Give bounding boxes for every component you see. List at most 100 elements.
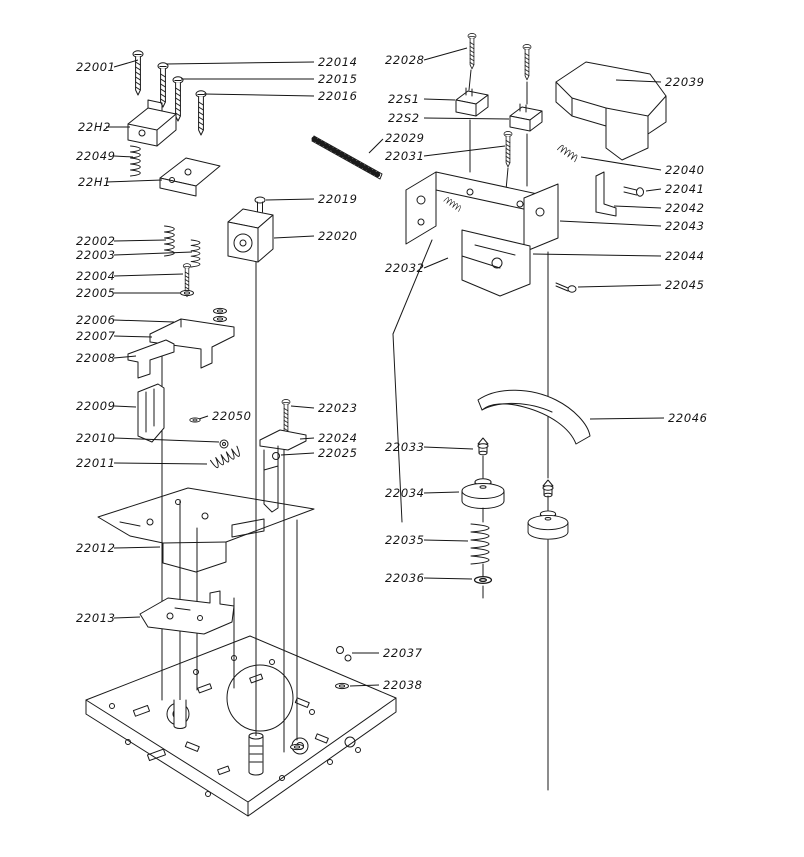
part-label-22049: 22049 <box>76 149 116 163</box>
part-label-22039: 22039 <box>665 75 705 89</box>
leader-line-22039 <box>615 79 662 83</box>
strip-22042 <box>595 171 617 217</box>
spring-22049 <box>130 145 141 177</box>
assembly-lines <box>392 69 528 523</box>
part-label-22002: 22002 <box>76 234 116 248</box>
leader-line-22007 <box>113 335 153 338</box>
part-label-22009: 22009 <box>76 399 116 413</box>
part-label-22H2: 22H2 <box>78 120 111 134</box>
part-label-22004: 22004 <box>76 269 116 283</box>
leader-line-22012 <box>113 546 161 549</box>
part-label-22042: 22042 <box>665 201 705 215</box>
part-label-22050: 22050 <box>212 409 252 423</box>
pulley-22034 <box>461 478 505 509</box>
part-label-22029: 22029 <box>385 131 425 145</box>
washer-small-a <box>213 307 227 315</box>
part-label-22040: 22040 <box>665 163 705 177</box>
leader-line-22031 <box>423 145 506 157</box>
part-label-22038: 22038 <box>383 678 423 692</box>
cap-right <box>542 479 554 498</box>
bracket-22044 <box>461 229 531 297</box>
leader-line-22S2 <box>423 117 510 120</box>
leader-line-22010 <box>113 437 220 443</box>
rod-22029 <box>311 135 383 180</box>
part-label-22046: 22046 <box>668 411 708 425</box>
leader-line-22024 <box>299 437 315 440</box>
leader-line-22046 <box>589 417 665 420</box>
leader-line-22035 <box>423 539 469 542</box>
leader-line-22019 <box>265 198 315 201</box>
leader-line-22011 <box>113 462 208 465</box>
part-label-22008: 22008 <box>76 351 116 365</box>
leader-line-22016 <box>203 93 315 97</box>
leader-line-22045 <box>577 284 662 288</box>
leader-line-22020 <box>273 235 315 239</box>
washer-22038 <box>335 682 349 690</box>
lever-22008 <box>127 339 175 379</box>
leader-line-22041 <box>645 188 662 192</box>
leader-line-22009 <box>113 405 137 408</box>
leader-line-22S1 <box>423 98 456 101</box>
part-label-22031: 22031 <box>385 149 425 163</box>
head-22s2 <box>509 103 543 132</box>
part-label-22037: 22037 <box>383 646 423 660</box>
part-label-22S2: 22S2 <box>388 111 420 125</box>
part-label-22032: 22032 <box>385 261 425 275</box>
bracket-22013 <box>139 590 235 635</box>
washer-22050 <box>189 417 201 423</box>
chassis-plate-22012 <box>97 487 315 573</box>
spring-22002 <box>164 225 175 257</box>
arm-22046 <box>477 389 591 445</box>
rings-22037 <box>336 646 352 662</box>
leader-line-22014 <box>165 61 315 65</box>
washer-22036 <box>473 575 493 585</box>
part-label-22012: 22012 <box>76 541 116 555</box>
leader-line-22033 <box>423 446 474 450</box>
part-label-22045: 22045 <box>665 278 705 292</box>
part-label-22016: 22016 <box>318 89 358 103</box>
screw-22028-a <box>467 33 477 70</box>
screw-22014 <box>157 62 169 108</box>
leader-line-22038 <box>349 684 380 687</box>
leader-line-22002 <box>113 239 167 242</box>
part-label-22034: 22034 <box>385 486 425 500</box>
part-label-22006: 22006 <box>76 313 116 327</box>
bracket-22h1 <box>159 157 221 197</box>
spring-22003 <box>190 239 201 268</box>
spring-22040 <box>557 143 579 163</box>
part-label-22043: 22043 <box>665 219 705 233</box>
screw-22028-b <box>522 44 532 81</box>
screw-22045 <box>555 282 577 293</box>
leader-line-22003 <box>113 251 193 256</box>
part-label-22014: 22014 <box>318 55 358 69</box>
leader-line-22042 <box>613 205 662 209</box>
spring-22011 <box>209 445 243 470</box>
part-label-22036: 22036 <box>385 571 425 585</box>
part-label-22013: 22013 <box>76 611 116 625</box>
pulley-right <box>527 510 569 540</box>
part-label-22010: 22010 <box>76 431 116 445</box>
cap-22033 <box>477 437 489 456</box>
part-label-22003: 22003 <box>76 248 116 262</box>
washer-small-b <box>213 315 227 323</box>
part-label-22S1: 22S1 <box>388 92 420 106</box>
screw-22019 <box>254 196 266 213</box>
bracket-22009 <box>137 383 165 443</box>
leader-line-22H1 <box>105 179 163 183</box>
leader-line-22049 <box>113 155 134 158</box>
mount-assembly-22032 <box>405 171 559 297</box>
leader-line-22004 <box>113 273 184 277</box>
spring-22035 <box>470 523 490 565</box>
leader-line-22025 <box>280 452 315 456</box>
leader-line-22050 <box>198 415 209 420</box>
screw-22031 <box>503 131 513 168</box>
leader-line-22034 <box>423 491 460 494</box>
leader-line-22040 <box>580 156 662 171</box>
solenoid-22020 <box>227 208 274 263</box>
screw-22016 <box>195 90 207 136</box>
screw-22023 <box>281 399 291 436</box>
leader-line-22006 <box>113 319 175 323</box>
bracket-22h2 <box>127 99 177 147</box>
